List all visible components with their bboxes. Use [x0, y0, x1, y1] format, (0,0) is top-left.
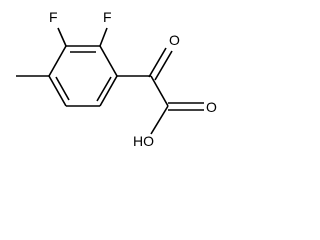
bond-ketone-double — [148, 47, 167, 78]
fluorine-label: F — [103, 9, 112, 25]
ring-bond — [48, 75, 67, 107]
hydroxyl-label: HO — [133, 133, 154, 149]
bond-c-f-right — [99, 27, 108, 47]
chemical-structure: F F O O HO — [16, 9, 217, 149]
ring-bond — [48, 45, 67, 77]
bond-acid-hydroxyl — [150, 105, 169, 135]
benzene-ring — [48, 45, 118, 107]
ring-bond — [99, 75, 118, 107]
oxygen-label: O — [169, 32, 180, 48]
oxygen-label: O — [206, 99, 217, 115]
bond-c-f-left — [57, 27, 67, 47]
ring-double-bond-inner — [96, 76, 112, 102]
ring-bond — [99, 45, 118, 77]
fluorine-label: F — [49, 9, 58, 25]
bond-ketone-double — [154, 50, 173, 81]
ring-double-bond-inner — [55, 76, 70, 101]
bond-carbonyl-carboxyl — [150, 75, 169, 107]
